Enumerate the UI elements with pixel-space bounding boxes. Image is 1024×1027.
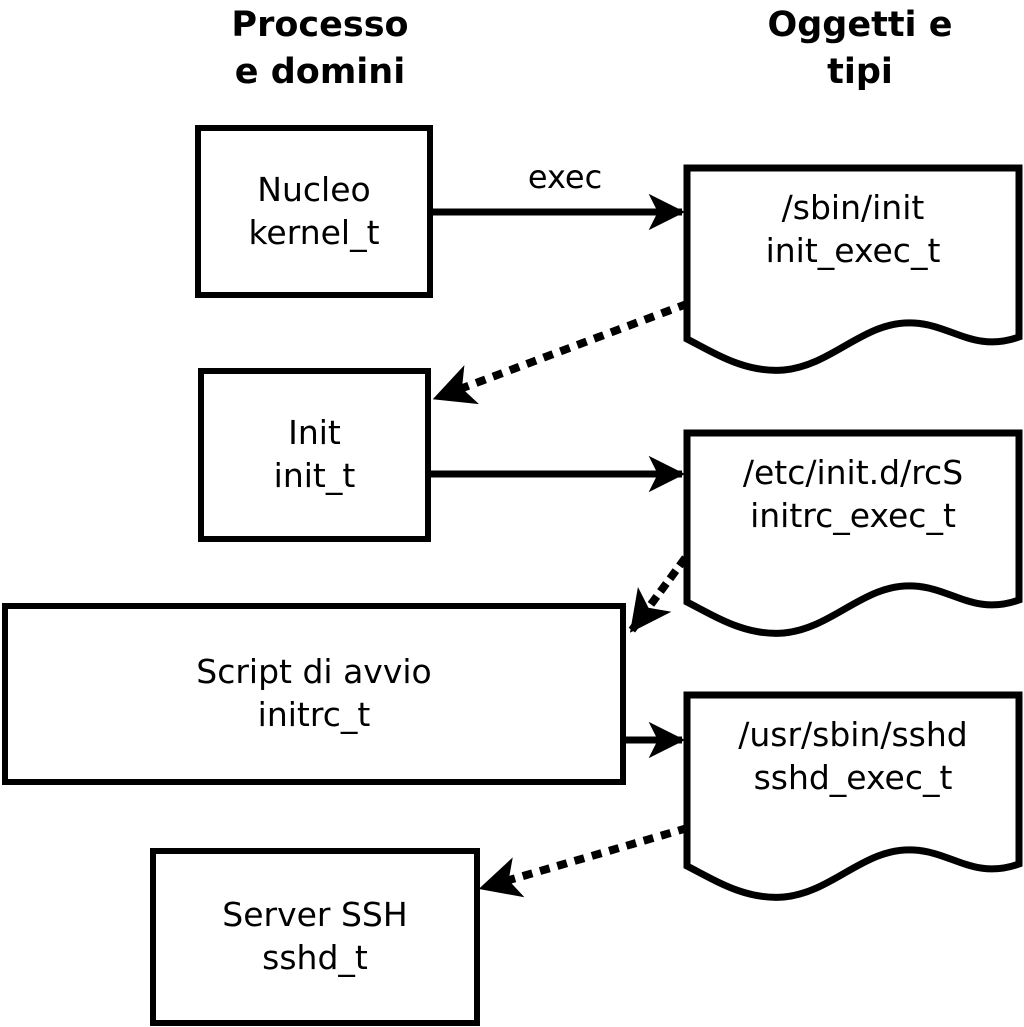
node-initrc-exec[interactable]: /etc/init.d/rcS initrc_exec_t	[683, 429, 1023, 640]
node-init[interactable]: Init init_t	[198, 368, 431, 542]
node-sshd[interactable]: Server SSH sshd_t	[150, 848, 480, 1026]
edge-initrc-exec-to-initrc	[626, 555, 689, 636]
node-initrc[interactable]: Script di avvio initrc_t	[2, 603, 626, 785]
document-shape-icon	[683, 691, 1023, 901]
edge-label-exec: exec	[527, 158, 603, 196]
node-init-exec[interactable]: /sbin/init init_exec_t	[683, 164, 1023, 377]
edge-sshd-exec-to-sshd	[477, 824, 689, 898]
node-sshd-label: Server SSH sshd_t	[222, 895, 408, 977]
edge-init-exec-to-init	[430, 299, 690, 405]
node-init-label: Init init_t	[273, 413, 356, 495]
node-sshd-exec[interactable]: /usr/sbin/sshd sshd_exec_t	[683, 691, 1023, 904]
node-kernel[interactable]: Nucleo kernel_t	[195, 125, 433, 298]
node-kernel-label: Nucleo kernel_t	[248, 169, 380, 252]
column-header-processes: Processo e domini	[231, 5, 409, 93]
document-shape-icon	[683, 164, 1023, 374]
node-initrc-label: Script di avvio initrc_t	[196, 652, 432, 734]
document-shape-icon	[683, 429, 1023, 637]
column-header-objects: Oggetti e tipi	[767, 5, 953, 93]
